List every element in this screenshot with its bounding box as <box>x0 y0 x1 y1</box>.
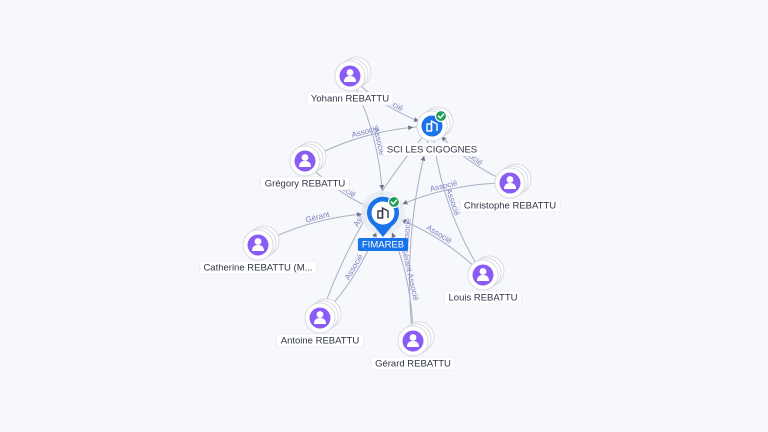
node-label: Yohann REBATTU <box>311 94 389 105</box>
node-label: Louis REBATTU <box>449 293 518 304</box>
arrow-christophe-fimareb <box>402 199 408 205</box>
node-label: Antoine REBATTU <box>281 336 360 347</box>
person-head <box>409 334 417 341</box>
node-label: Christophe REBATTU <box>464 201 556 212</box>
node-fimareb[interactable]: FIMAREB <box>357 191 409 251</box>
node-catherine[interactable]: Catherine REBATTU (M... <box>199 225 317 275</box>
node-louis[interactable]: Louis REBATTU <box>444 255 522 305</box>
node-gregory[interactable]: Grégory REBATTU <box>260 141 350 191</box>
person-body <box>407 341 419 347</box>
person-body <box>344 76 356 82</box>
node-label-background <box>306 91 394 106</box>
person-head <box>506 176 514 183</box>
person-head <box>316 311 324 318</box>
node-label: SCI LES CIGOGNES <box>387 145 477 156</box>
edge-label: Associé <box>401 217 412 246</box>
nodes-layer: FIMAREB SCI LES CIGOGNES Yohann REBATTU Gré… <box>199 56 561 371</box>
arrow-christophe-sci <box>441 136 447 142</box>
node-label-background <box>276 333 364 348</box>
node-label-background <box>357 238 409 251</box>
building-right <box>430 119 438 131</box>
node-label-background <box>444 290 522 305</box>
node-label: Gérard REBATTU <box>375 359 451 370</box>
person-body <box>252 245 264 251</box>
edge-label: Associé <box>425 223 454 246</box>
node-yohann[interactable]: Yohann REBATTU <box>306 56 394 106</box>
edge-label: Gérant <box>304 210 331 225</box>
node-gerard[interactable]: Gérard REBATTU <box>370 321 456 371</box>
node-label-background <box>260 176 350 191</box>
edge-label: Associé <box>444 187 462 217</box>
node-label-background <box>370 356 456 371</box>
edge-label: Gérant Associé <box>399 247 420 302</box>
node-sci[interactable]: SCI LES CIGOGNES <box>382 106 482 157</box>
building-icon <box>381 206 389 218</box>
person-head <box>479 268 487 275</box>
node-christophe[interactable]: Christophe REBATTU <box>459 163 561 213</box>
person-body <box>477 275 489 281</box>
verified-check-icon <box>387 195 401 209</box>
node-label: Catherine REBATTU (M... <box>203 263 312 274</box>
node-label-background <box>382 142 482 157</box>
arrow-yohann-fimareb <box>379 184 385 191</box>
person-body <box>314 318 326 324</box>
arrow-gerard-fimareb <box>391 232 397 239</box>
person-head <box>254 238 262 245</box>
person-body <box>504 183 516 189</box>
node-label: Grégory REBATTU <box>265 179 346 190</box>
node-label-background <box>199 260 317 275</box>
person-head <box>346 69 354 76</box>
person-body <box>299 161 311 167</box>
node-antoine[interactable]: Antoine REBATTU <box>276 298 364 348</box>
arrow-gregory-sci <box>407 125 414 131</box>
node-label-background <box>459 198 561 213</box>
arrow-gerard-sci <box>420 155 426 162</box>
node-label: FIMAREB <box>362 240 404 251</box>
edge-label: Associé <box>343 252 365 281</box>
arrow-catherine-fimareb <box>356 212 362 217</box>
verified-check-icon <box>434 109 448 123</box>
person-head <box>301 154 309 161</box>
